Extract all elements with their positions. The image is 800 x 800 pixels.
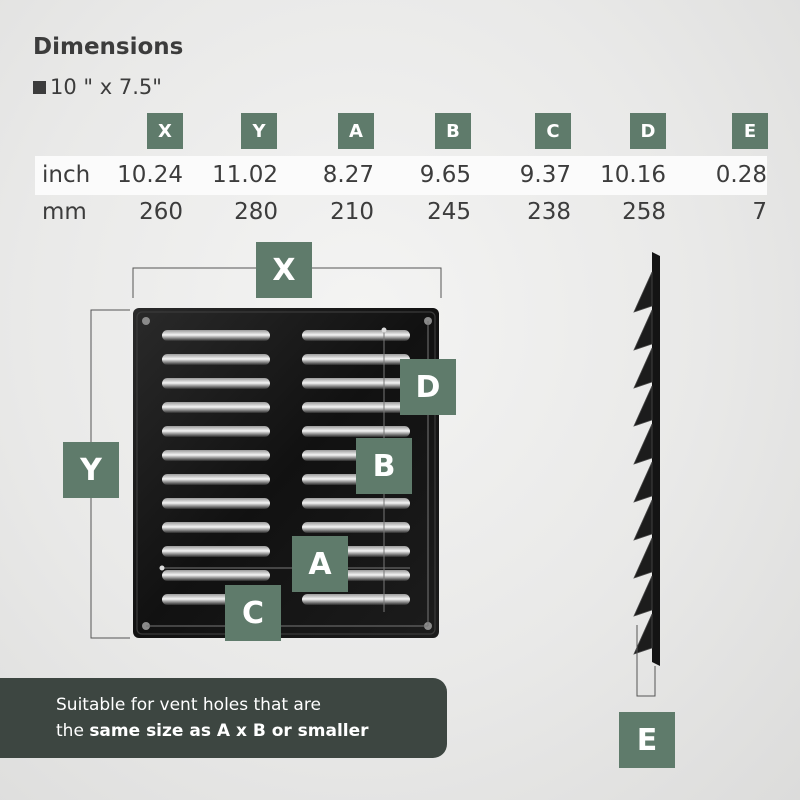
vent-slot — [162, 546, 270, 557]
label-d: D — [400, 359, 456, 415]
column-header-c: C — [535, 113, 571, 149]
column-header-e: E — [732, 113, 768, 149]
cell-inch-e: 0.28 — [715, 162, 767, 188]
column-header-d: D — [630, 113, 666, 149]
vent-slot — [162, 570, 270, 581]
vent-slot — [162, 522, 270, 533]
subtitle: 10 " x 7.5" — [33, 75, 162, 99]
screw-hole-top-left — [142, 317, 150, 325]
info-banner-line-1: Suitable for vent holes that are — [56, 695, 321, 715]
label-b: B — [356, 438, 412, 494]
vent-plate-edge — [136, 311, 436, 635]
label-e: E — [619, 712, 675, 768]
vent-slot — [162, 378, 270, 389]
cell-inch-x: 10.24 — [117, 162, 183, 188]
side-fin — [633, 537, 653, 579]
column-header-x: X — [147, 113, 183, 149]
vent-side-profile — [633, 252, 660, 666]
info-banner-prefix: the — [56, 721, 90, 741]
vent-slot — [162, 450, 270, 461]
label-a: A — [292, 536, 348, 592]
side-fin — [633, 461, 653, 503]
row-label-mm: mm — [42, 199, 87, 225]
cell-mm-y: 280 — [234, 199, 278, 225]
side-fin — [633, 347, 653, 389]
column-header-a: A — [338, 113, 374, 149]
marker-b-top — [381, 327, 387, 333]
cell-mm-x: 260 — [139, 199, 183, 225]
label-y: Y — [63, 442, 119, 498]
cell-inch-a: 8.27 — [322, 162, 374, 188]
cell-inch-d: 10.16 — [600, 162, 666, 188]
side-fin — [633, 613, 653, 655]
label-x: X — [256, 242, 312, 298]
vent-slot — [162, 354, 270, 365]
vent-slot — [162, 426, 270, 437]
vent-slot — [302, 378, 410, 389]
label-c: C — [225, 585, 281, 641]
vent-slot — [302, 498, 410, 509]
info-banner-emphasis: same size as A x B or smaller — [89, 721, 369, 741]
vent-slot — [162, 330, 270, 341]
column-header-y: Y — [241, 113, 277, 149]
side-fin — [633, 309, 653, 351]
dimension-line-e — [636, 625, 656, 697]
cell-inch-y: 11.02 — [212, 162, 278, 188]
subtitle-text: 10 " x 7.5" — [50, 75, 162, 99]
cell-mm-a: 210 — [330, 199, 374, 225]
marker-a-left — [159, 565, 165, 571]
vent-slot — [302, 402, 410, 413]
vent-slot — [302, 426, 410, 437]
cell-inch-b: 9.65 — [419, 162, 471, 188]
cell-inch-c: 9.37 — [519, 162, 571, 188]
vent-slot — [162, 498, 270, 509]
vent-slot — [302, 522, 410, 533]
square-bullet-icon — [33, 80, 46, 94]
cell-mm-e: 7 — [752, 199, 767, 225]
side-fin — [633, 271, 653, 313]
inch-row-band — [35, 156, 767, 195]
info-banner: Suitable for vent holes that are the sam… — [0, 678, 447, 758]
vent-slot — [302, 330, 410, 341]
vent-slot — [162, 474, 270, 485]
vent-slot — [302, 354, 410, 365]
cell-mm-c: 238 — [527, 199, 571, 225]
side-fin — [633, 575, 653, 617]
cell-mm-d: 258 — [622, 199, 666, 225]
page-title: Dimensions — [33, 34, 184, 60]
info-banner-line-2: the same size as A x B or smaller — [56, 718, 447, 744]
side-fin — [633, 423, 653, 465]
column-header-b: B — [435, 113, 471, 149]
side-fin — [633, 385, 653, 427]
cell-mm-b: 245 — [427, 199, 471, 225]
side-fin — [633, 499, 653, 541]
vent-slot — [162, 402, 270, 413]
row-label-inch: inch — [42, 162, 91, 188]
vent-slot — [302, 594, 410, 605]
